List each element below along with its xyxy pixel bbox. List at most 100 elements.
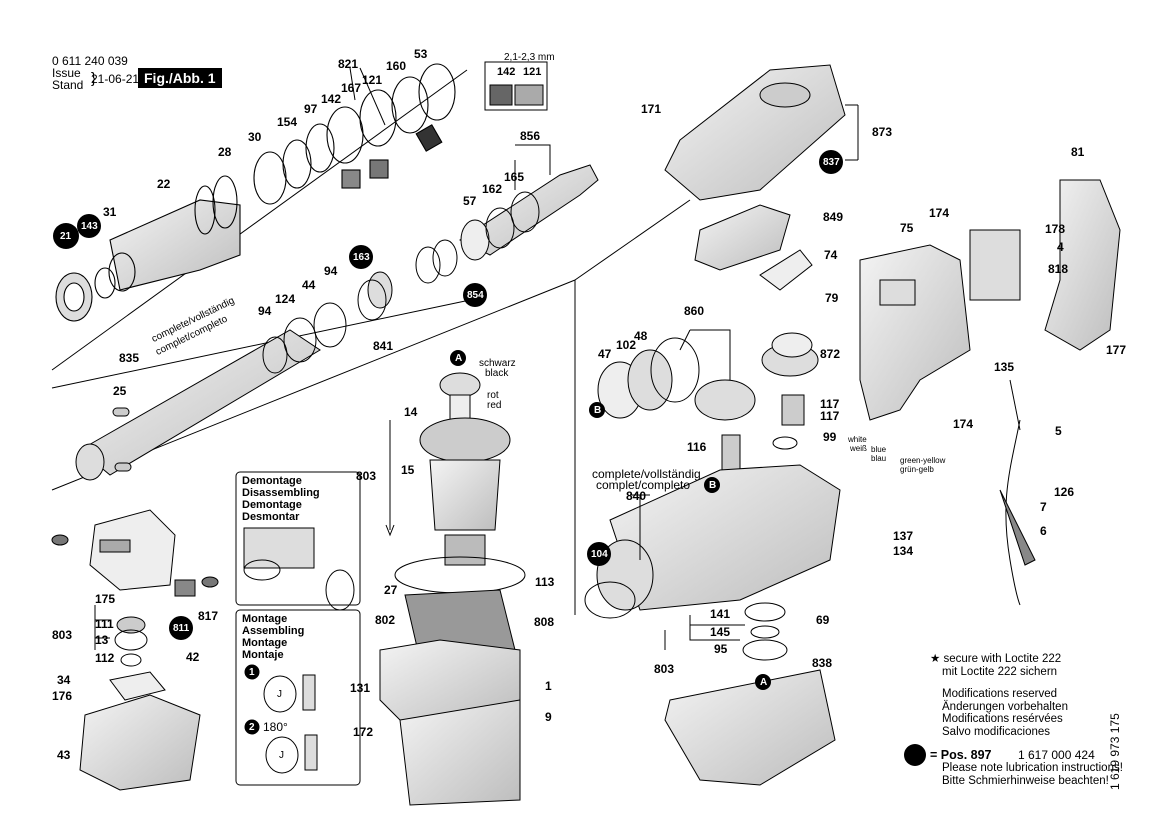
callout-9: 9 bbox=[545, 710, 552, 724]
pos-number: 1 617 000 424 bbox=[1018, 748, 1095, 762]
rotation-angle: 180° bbox=[263, 720, 288, 734]
callout-135: 135 bbox=[994, 360, 1015, 374]
issue-label: Issue bbox=[52, 66, 81, 80]
callout-31: 31 bbox=[103, 205, 117, 219]
assembly-de: Montage bbox=[242, 613, 288, 625]
callout-873: 873 bbox=[872, 125, 893, 139]
callout-44: 44 bbox=[302, 278, 316, 292]
mod-fr: Modifications resérvées bbox=[942, 713, 1063, 725]
callout-803-mid: 803 bbox=[654, 662, 675, 676]
assembly-fr: Montage bbox=[242, 637, 288, 649]
callout-142: 142 bbox=[321, 92, 342, 106]
callout-141: 141 bbox=[710, 607, 731, 621]
circled-811: 811 bbox=[173, 623, 190, 634]
stand-label: Stand bbox=[52, 78, 84, 92]
callout-174-top: 174 bbox=[929, 206, 950, 220]
callout-172: 172 bbox=[353, 725, 374, 739]
callout-134: 134 bbox=[893, 544, 914, 558]
callout-99: 99 bbox=[823, 430, 837, 444]
wire-green-yellow-de: grün-gelb bbox=[900, 465, 934, 474]
callout-178: 178 bbox=[1045, 222, 1066, 236]
callout-838: 838 bbox=[812, 656, 833, 670]
callout-30: 30 bbox=[248, 130, 262, 144]
callout-167: 167 bbox=[341, 81, 362, 95]
callout-34: 34 bbox=[57, 673, 71, 687]
brush-holder bbox=[51, 509, 219, 597]
callout-154: 154 bbox=[277, 115, 298, 129]
circle-163 bbox=[349, 245, 373, 269]
spring-label-1: J bbox=[277, 689, 282, 700]
seal-gap: 2,1-2,3 mm bbox=[504, 52, 555, 63]
wire-white-en: white bbox=[848, 435, 867, 444]
callout-121: 121 bbox=[362, 73, 383, 87]
circle-a-bottom bbox=[755, 674, 771, 690]
marker-b-left: B bbox=[594, 405, 602, 416]
wire-blue-de: blau bbox=[871, 454, 887, 463]
star-icon: ★ bbox=[930, 653, 941, 665]
callout-1: 1 bbox=[545, 679, 552, 693]
callout-97: 97 bbox=[304, 102, 318, 116]
spring-label-2: J bbox=[279, 750, 284, 761]
marker-a-bottom: A bbox=[760, 677, 768, 688]
callout-802: 802 bbox=[375, 613, 396, 627]
wire-black-en: black bbox=[485, 368, 509, 379]
callout-841: 841 bbox=[373, 339, 394, 353]
callout-25: 25 bbox=[113, 384, 127, 398]
callout-835: 835 bbox=[119, 351, 140, 365]
wire-black-de: schwarz bbox=[479, 358, 516, 369]
callout-137: 137 bbox=[893, 529, 914, 543]
lub-de: Bitte Schmierhinweise beachten! bbox=[942, 774, 1109, 787]
callout-15: 15 bbox=[401, 463, 415, 477]
circle-b-right bbox=[704, 477, 720, 493]
assembly-title: Montage Assembling Montage Montaje bbox=[242, 613, 304, 661]
callout-849: 849 bbox=[823, 210, 844, 224]
loctite-en: secure with Loctite 222 bbox=[943, 653, 1062, 665]
seal-part-121: 121 bbox=[523, 66, 542, 78]
callout-117-b: 117 bbox=[820, 409, 840, 423]
callout-6: 6 bbox=[1040, 524, 1047, 538]
doc-number: 0 611 240 039 bbox=[52, 54, 128, 68]
callout-124: 124 bbox=[275, 292, 296, 306]
callout-174-mid: 174 bbox=[953, 417, 974, 431]
wire-blue-en: blue bbox=[871, 445, 887, 454]
marker-b-right: B bbox=[709, 480, 717, 491]
circled-837: 837 bbox=[823, 157, 840, 168]
piston-assembly bbox=[357, 164, 599, 321]
hammer-barrel bbox=[55, 63, 456, 322]
callout-42: 42 bbox=[186, 650, 200, 664]
callout-860: 860 bbox=[684, 304, 705, 318]
wire-red-de: rot bbox=[487, 390, 499, 401]
assembly-en: Assembling bbox=[242, 625, 305, 637]
wire-red-en: red bbox=[487, 400, 502, 411]
marker-a-top: A bbox=[455, 353, 463, 364]
circle-104 bbox=[587, 542, 611, 566]
callout-171: 171 bbox=[641, 102, 662, 116]
callout-817: 817 bbox=[198, 609, 219, 623]
assembly-box bbox=[235, 609, 361, 786]
assembly-es: Montaje bbox=[242, 649, 284, 661]
disassembly-es: Desmontar bbox=[242, 511, 300, 523]
disassembly-box bbox=[235, 471, 361, 606]
seal-part-142: 142 bbox=[497, 66, 516, 78]
callout-48: 48 bbox=[634, 329, 648, 343]
complete-mid-2: complet/completo bbox=[596, 478, 691, 492]
callout-111: 111 bbox=[95, 617, 114, 631]
circle-837 bbox=[819, 150, 843, 174]
complete-mid-1: complete/vollständig bbox=[592, 467, 701, 481]
callout-102: 102 bbox=[616, 338, 637, 352]
circle-854 bbox=[463, 283, 487, 307]
section-line-top bbox=[51, 69, 468, 371]
callout-856: 856 bbox=[520, 129, 541, 143]
side-code: 1 619 973 175 bbox=[1108, 713, 1122, 790]
callout-175: 175 bbox=[95, 592, 116, 606]
callout-53: 53 bbox=[414, 47, 428, 61]
callout-162: 162 bbox=[482, 182, 503, 196]
circle-811 bbox=[169, 616, 193, 640]
mod-de: Änderungen vorbehalten bbox=[942, 700, 1068, 713]
modifications-note: Modifications reserved Änderungen vorbeh… bbox=[942, 688, 1068, 738]
circled-854: 854 bbox=[467, 290, 484, 301]
callout-165: 165 bbox=[504, 170, 525, 184]
top-cover bbox=[664, 64, 846, 201]
